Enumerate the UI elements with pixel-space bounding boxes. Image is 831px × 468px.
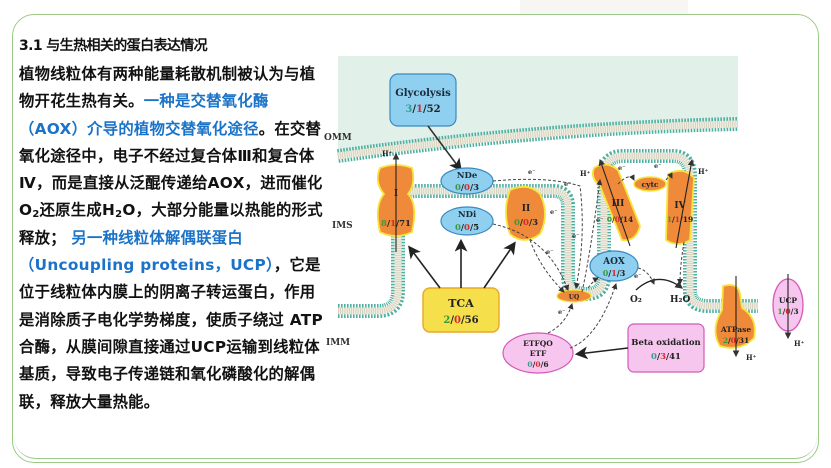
highlighted-text: 另一种线粒体解偶联蛋白（Uncoupling proteins，UCP） bbox=[19, 228, 274, 275]
atpase-node: ATPase 2/0/31 H⁺ bbox=[714, 276, 757, 362]
beta-to-etfqo-arrow bbox=[574, 346, 629, 360]
h-plus-label-i: H⁺ bbox=[382, 149, 393, 158]
slide-frame-shadow bbox=[14, 14, 817, 459]
aox-to-oxygen-electron-flow bbox=[637, 267, 655, 285]
nde-label: NDe bbox=[457, 171, 478, 181]
beta-oxidation-label: Beta oxidation bbox=[631, 338, 700, 348]
ucp-node: UCP 1/0/3 H⁺ bbox=[772, 274, 805, 348]
etfqo-label: ETFQO bbox=[523, 339, 553, 348]
etfqo-to-uq-electron-flow bbox=[547, 303, 574, 334]
complex-iv-to-water-electron-flow bbox=[677, 241, 685, 285]
etfqo-counts: 0/0/6 bbox=[527, 360, 548, 369]
cytc-node: cytc bbox=[633, 176, 667, 192]
electron-label: e⁻ bbox=[546, 248, 554, 256]
ndi-counts: 0/0/5 bbox=[455, 223, 479, 233]
glycolysis-counts: 3/1/52 bbox=[405, 104, 440, 115]
glycolysis-node: Glycolysis 3/1/52 bbox=[389, 73, 457, 127]
nde-counts: 0/0/3 bbox=[455, 183, 479, 193]
ucp-counts: 1/0/3 bbox=[777, 307, 798, 316]
complex-iv-counts: 1/1/19 bbox=[667, 215, 693, 224]
complex-ii-counts: 0/0/3 bbox=[514, 218, 538, 228]
electron-label: e⁻ bbox=[550, 208, 558, 216]
aox-counts: 0/1/3 bbox=[603, 268, 626, 278]
h-plus-arrow-iv bbox=[675, 158, 695, 249]
mitochondria-diagram: OMM IMS IMM Glycolysis 3/1/52 I 8/1/71 H… bbox=[318, 56, 758, 446]
h-plus-label-ucp: H⁺ bbox=[794, 339, 805, 348]
paragraph-text: 还原生成H bbox=[39, 201, 116, 220]
ucp-diagram-part: UCP 1/0/3 H⁺ bbox=[772, 274, 805, 348]
tca-label: TCA bbox=[448, 297, 474, 310]
electron-label: e⁻ bbox=[528, 168, 536, 176]
h-plus-arrow-iii bbox=[598, 158, 631, 247]
nde-node: NDe 0/0/3 bbox=[440, 167, 494, 195]
ims-label: IMS bbox=[332, 221, 353, 231]
electron-label: e⁻ bbox=[654, 162, 662, 170]
tca-to-complex-i-arrow bbox=[408, 245, 441, 289]
body-paragraph: 植物线粒体有两种能量耗散机制被认为与植物开花生热有关。一种是交替氧化酶（AOX）… bbox=[19, 61, 324, 416]
beta-oxidation-counts: 0/3/41 bbox=[651, 352, 681, 362]
ucp-label: UCP bbox=[779, 296, 798, 305]
tca-counts: 2/0/56 bbox=[443, 315, 478, 326]
electron-label: e⁻ bbox=[558, 308, 566, 316]
omm-label: OMM bbox=[324, 133, 352, 143]
complex-ii-node: II 0/0/3 bbox=[505, 185, 546, 241]
water-label: H₂O bbox=[670, 295, 690, 305]
ndi-to-uq-electron-flow bbox=[492, 223, 570, 291]
electron-label: e⁻ bbox=[634, 272, 642, 280]
subscript: 2 bbox=[115, 209, 123, 221]
tca-node: TCA 2/0/56 bbox=[422, 287, 500, 333]
tca-to-complex-ii-arrow bbox=[483, 241, 516, 289]
outer-membrane bbox=[337, 117, 739, 163]
complex-iii-to-cytc-electron-flow bbox=[617, 174, 635, 185]
highlighted-text: 一种是交替氧化酶（AOX）介导的植物交替氧化途径 bbox=[19, 92, 269, 138]
complex-iv-node: IV 1/1/19 H⁺ bbox=[665, 158, 709, 249]
complex-iii-node: III 0/0/14 H⁺ bbox=[580, 158, 641, 247]
paragraph-text: ，它是位于线粒体内膜上的阴离子转运蛋白，作用是消除质子电化学势梯度，使质子绕过 … bbox=[19, 256, 323, 411]
paragraph-text: 植物线粒体有两种能量耗散机制被认为与植物开花生热有关。 bbox=[19, 65, 316, 111]
ndi-node: NDi 0/0/5 bbox=[440, 206, 494, 236]
complex-i-label: I bbox=[394, 189, 398, 199]
electron-label: e⁻ bbox=[572, 232, 580, 240]
top-tab-decoration bbox=[520, 0, 688, 14]
etfqo-node: ETFQO ETF 0/0/6 bbox=[502, 332, 574, 374]
atpase-counts: 2/0/31 bbox=[723, 336, 749, 345]
uq-to-complex-iii-electron-flow bbox=[581, 179, 603, 293]
slide-frame bbox=[12, 14, 819, 463]
electron-label: e⁻ bbox=[564, 180, 572, 188]
cytc-label: cytc bbox=[642, 180, 659, 189]
beta-oxidation-node: Beta oxidation 0/3/41 bbox=[627, 323, 705, 373]
paragraph-text: O，大部分能量以热能的形式释放； bbox=[19, 201, 323, 247]
etf-label: ETF bbox=[530, 349, 547, 358]
electron-label: e⁻ bbox=[596, 216, 604, 224]
complex-ii-label: II bbox=[522, 204, 530, 214]
complex-iii-counts: 0/0/14 bbox=[607, 215, 633, 224]
glycolysis-arrow bbox=[427, 125, 462, 172]
ndi-label: NDi bbox=[458, 210, 477, 220]
section-title: 3.1 与生热相关的蛋白表达情况 bbox=[19, 38, 208, 54]
uq-to-aox-electron-flow bbox=[587, 277, 599, 289]
uq-node: UQ bbox=[556, 289, 592, 303]
cytc-to-complex-iv-electron-flow bbox=[665, 172, 673, 181]
subscript: 2 bbox=[32, 209, 40, 221]
nde-to-uq-electron-flow bbox=[492, 178, 583, 289]
atpase-label: ATPase bbox=[720, 325, 752, 334]
aox-node: AOX 0/1/3 bbox=[589, 250, 639, 282]
complex-ii-to-uq-electron-flow bbox=[529, 239, 565, 293]
complex-iv-label: IV bbox=[674, 201, 686, 211]
oxygen-reduction: O₂ H₂O bbox=[630, 278, 690, 305]
uq-label: UQ bbox=[569, 294, 579, 301]
imm-label: IMM bbox=[326, 338, 350, 348]
complex-i-counts: 8/1/71 bbox=[381, 219, 411, 229]
glycolysis-label: Glycolysis bbox=[395, 88, 451, 99]
electron-label: e⁻ bbox=[618, 164, 626, 172]
h-plus-label-iv: H⁺ bbox=[698, 167, 709, 176]
etfqo-to-aox-electron-flow bbox=[569, 283, 618, 349]
h-plus-label-atpase: H⁺ bbox=[746, 353, 757, 362]
aox-label: AOX bbox=[602, 257, 625, 267]
oxygen-label: O₂ bbox=[630, 295, 642, 305]
complex-iii-label: III bbox=[612, 199, 625, 209]
h-plus-label-iii: H⁺ bbox=[580, 169, 591, 178]
complex-i-node: I 8/1/71 H⁺ bbox=[376, 149, 416, 252]
paragraph-text: 。在交替氧化途径中，电子不经过复合体Ⅲ和复合体Ⅳ，而是直接从泛醌传递给AOX，进… bbox=[19, 119, 323, 220]
